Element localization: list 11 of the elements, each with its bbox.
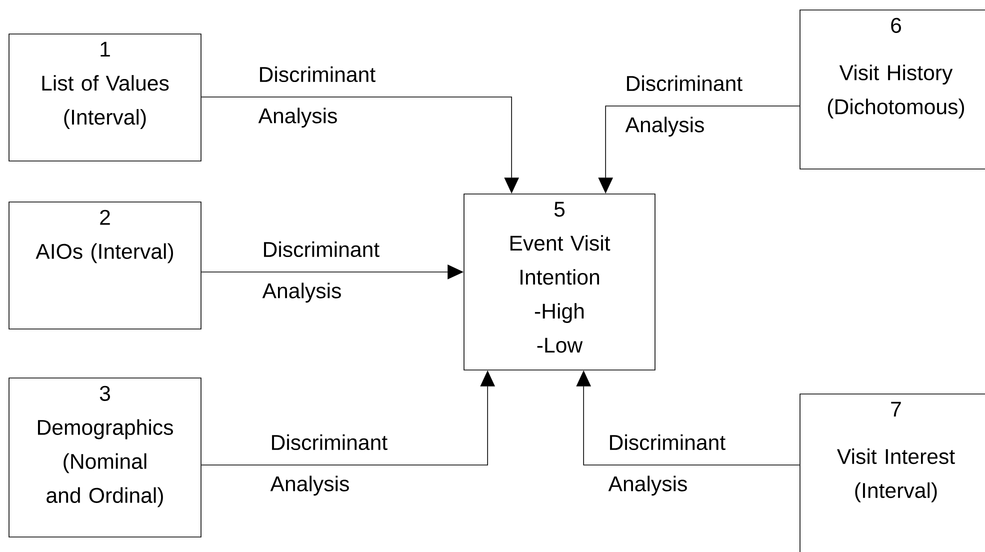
process-box: 1 List of Values (Interval): [8, 34, 202, 162]
process-box: 7 Visit Interest (Interval): [800, 394, 985, 552]
edge-label: Discriminant Analysis: [625, 75, 742, 137]
process-box: 6 Visit History (Dichotomous): [800, 10, 985, 170]
edge-label: Discriminant Analysis: [270, 434, 388, 496]
edge-label: Discriminant Analysis: [258, 66, 376, 128]
process-box: 2 AIOs (Interval): [8, 202, 202, 330]
edge-label: Discriminant Analysis: [262, 241, 380, 303]
process-box: 5 Event Visit Intention -High -Low: [464, 194, 656, 370]
edge-label: Discriminant Analysis: [608, 434, 726, 496]
process-box: 3 Demographics (Nominal and Ordinal): [8, 378, 202, 538]
